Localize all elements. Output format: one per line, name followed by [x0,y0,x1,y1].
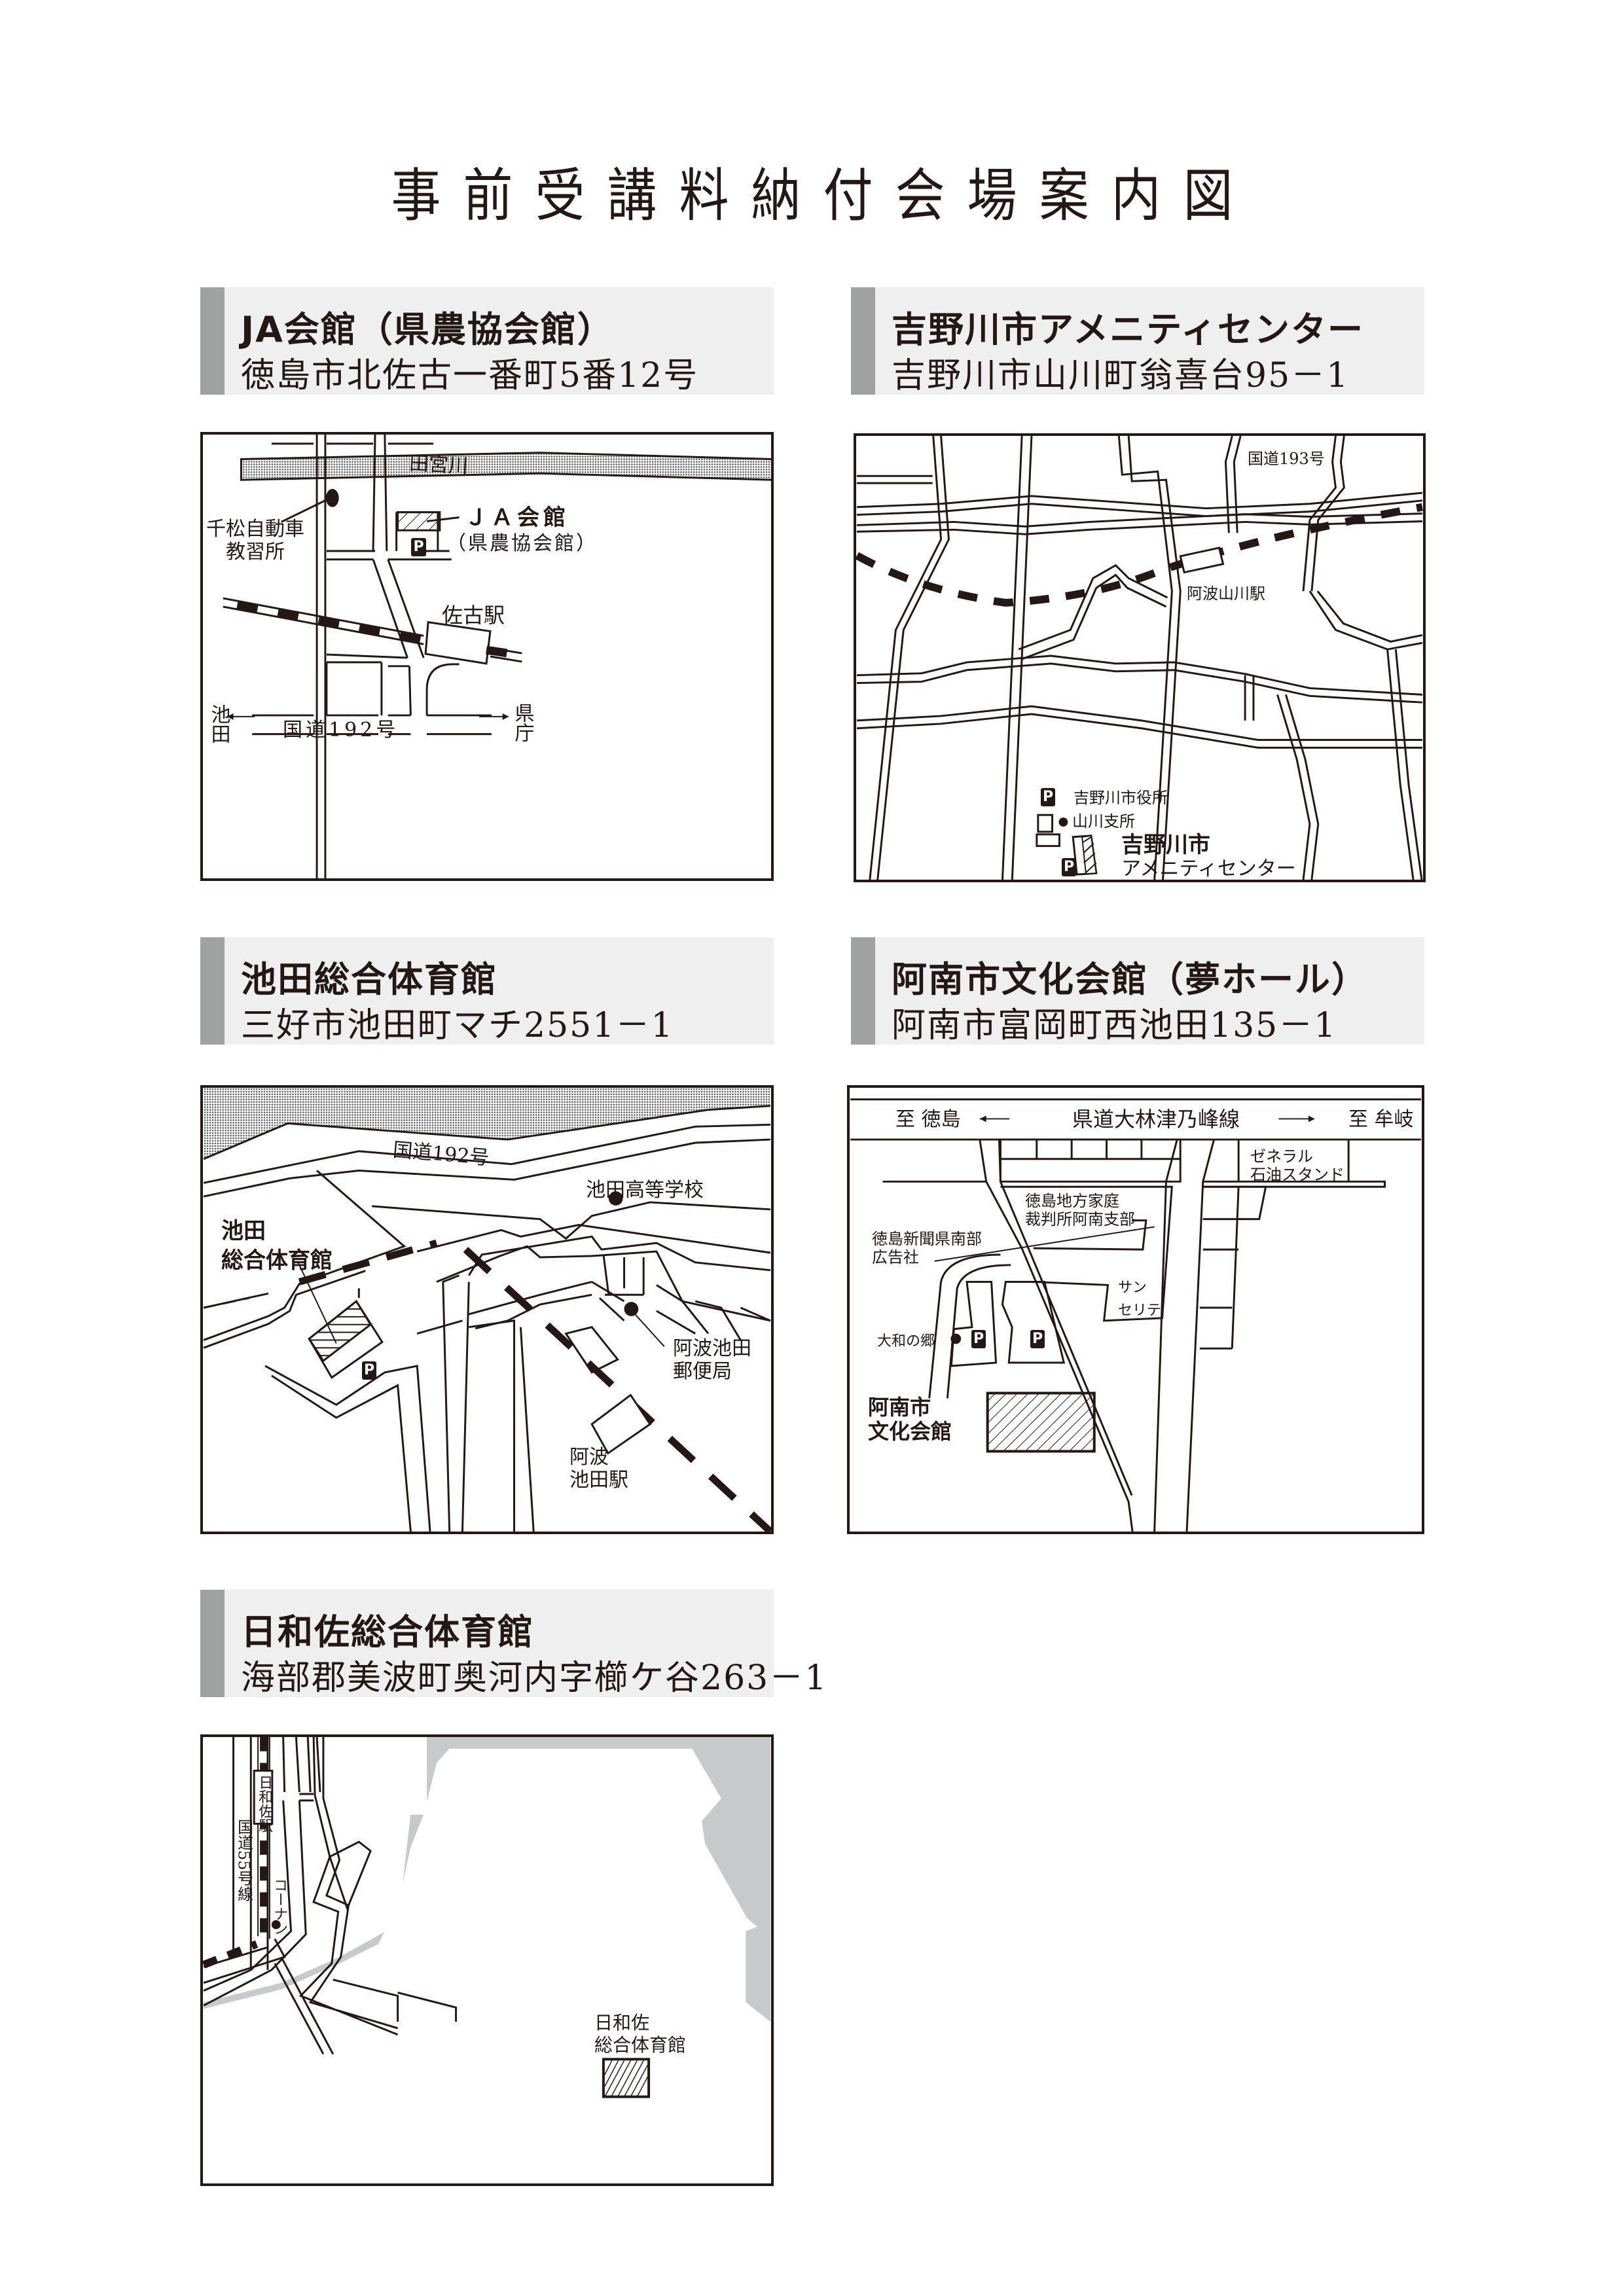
venue-label-sub: 総合体育館 [221,1247,333,1274]
station-label: 佐古駅 [442,603,505,628]
parking-icon: P [1030,1330,1045,1348]
map-ikeda: 国道192号 池田高等学校 池田 総合体育館 P 阿波池田 郵便局 阿波 池田駅 [200,1085,774,1534]
road-label: 国道192号 [283,719,399,742]
map-drawing [850,1098,1421,1532]
landmark-label: 千松自動車 教習所 [206,518,304,564]
map-drawing [203,1737,770,2183]
city-hall-label: 吉野川市役所 [1074,789,1168,807]
direction-left: 至 徳島 [895,1108,961,1131]
venue-label: ＪＡ会館 [465,505,569,531]
venue-label-sub: アメニティセンター [1121,857,1296,880]
venue-name: 日和佐総合体育館 [241,1611,534,1653]
venue-name: 吉野川市アメニティセンター [892,309,1365,350]
header-accent-bar [200,1590,225,1697]
venue-address: 阿南市富岡町西池田135－1 [892,1006,1337,1045]
parking-icon: P [971,1330,986,1348]
road-label: 県道大林津乃峰線 [1072,1107,1240,1132]
venue-address: 吉野川市山川町翁喜台95－1 [892,356,1350,395]
branch-label: 山川支所 [1072,812,1135,831]
direction-right: 至 牟岐 [1348,1108,1414,1131]
road-label: 国道193号 [1248,450,1325,468]
venue-name: 阿南市文化会館（夢ホール） [892,959,1368,1000]
road-label: 国道55号線 [234,1819,253,1902]
post-office-label: 阿波池田 郵便局 [673,1337,751,1383]
station-label: 阿波 池田駅 [569,1446,628,1492]
station-label: 阿波山川駅 [1187,584,1265,603]
river-label: 田宮川 [408,452,469,478]
shop-label: コーナン [271,1878,288,1935]
yamato-label: 大和の郷 [877,1333,935,1350]
venue-label: 日和佐 総合体育館 [594,2012,687,2056]
parking-icon: P [411,538,426,556]
venue-label-sub: （県農協会館） [446,532,598,555]
direction-left: 池田 [207,704,230,744]
venue-label: 吉野川市 [1121,832,1210,858]
map-ja-kaikan: 田宮川 千松自動車 教習所 ＪＡ会館 （県農協会館） P 佐古駅 国道192号 … [200,432,774,881]
station-label: 日和佐駅 [256,1775,273,1833]
map-hiwasa: 日和佐駅 国道55号線 コーナン 日和佐 総合体育館 [200,1734,774,2186]
venue-name: 池田総合体育館 [241,959,497,1000]
shop-label: サン セリテ [1118,1280,1162,1319]
header-accent-bar [851,937,875,1045]
venue-header-ja: JA会館（県農協会館） 徳島市北佐古一番町5番12号 [200,287,774,395]
venue-header-ikeda: 池田総合体育館 三好市池田町マチ2551－1 [200,937,774,1045]
gas-station-label: ゼネラル 石油スタンド [1250,1147,1344,1184]
venue-header-hiwasa: 日和佐総合体育館 海部郡美波町奥河内字櫛ケ谷263－1 [200,1590,826,1698]
map-anan: 至 徳島 県道大林津乃峰線 至 牟岐 ゼネラル 石油スタンド 徳島地方家庭 裁判… [847,1085,1424,1534]
venue-label: 阿南市 文化会館 [868,1395,952,1444]
map-drawing [856,436,1423,880]
court-label: 徳島地方家庭 裁判所阿南支部 [1025,1192,1135,1229]
venue-name: JA会館（県農協会館） [241,309,614,350]
venue-header-yoshinogawa: 吉野川市アメニティセンター 吉野川市山川町翁喜台95－1 [851,287,1424,395]
newspaper-label: 徳島新聞県南部 広告社 [872,1230,982,1266]
header-accent-bar [200,287,225,395]
header-accent-bar [200,937,225,1045]
header-accent-bar [851,287,875,395]
parking-icon: P [362,1361,376,1380]
venue-header-anan: 阿南市文化会館（夢ホール） 阿南市富岡町西池田135－1 [851,937,1424,1045]
parking-icon: P [1062,858,1076,876]
venue-address: 三好市池田町マチ2551－1 [241,1006,674,1045]
parking-icon: P [1041,788,1055,806]
map-drawing [203,1088,771,1532]
map-drawing [223,435,771,878]
direction-right: 県庁 [511,703,534,742]
school-label: 池田高等学校 [586,1179,704,1202]
venue-address: 徳島市北佐古一番町5番12号 [241,356,699,395]
venue-label: 池田 [221,1218,266,1244]
map-yoshinogawa: 国道193号 阿波山川駅 P 吉野川市役所 山川支所 P 吉野川市 アメニティセ… [854,433,1426,882]
page-title: 事前受講料納付会場案内図 [391,162,1255,229]
venue-address: 海部郡美波町奥河内字櫛ケ谷263－1 [241,1659,828,1698]
